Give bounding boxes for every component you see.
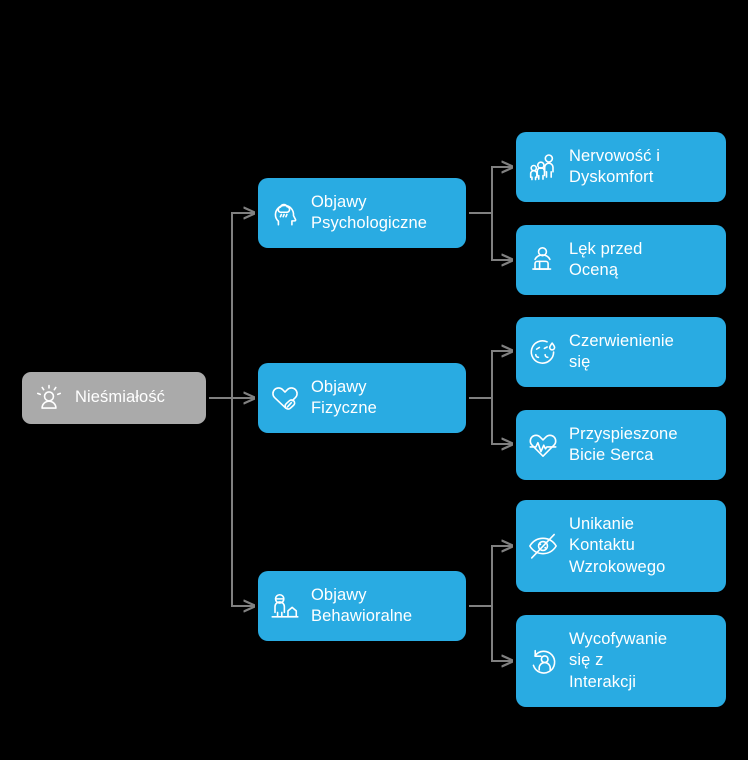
category-node-psychological[interactable]: Objawy Psychologiczne xyxy=(258,178,466,248)
shy-person-icon xyxy=(32,381,66,415)
leaf-node-blushing[interactable]: Czerwienienie się xyxy=(516,317,726,387)
leaf-node-label: Lęk przed Oceną xyxy=(569,239,643,279)
person-at-home-icon xyxy=(268,589,302,623)
category-to-leaf-connectors xyxy=(467,167,514,661)
root-node-shyness[interactable]: Nieśmiałość xyxy=(22,372,206,424)
leaf-node-nervousness-discomfort[interactable]: Nervowość i Dyskomfort xyxy=(516,132,726,202)
root-to-category-connectors xyxy=(206,213,256,606)
heart-with-pill-icon xyxy=(268,381,302,415)
head-with-rain-cloud-icon xyxy=(268,196,302,230)
category-node-label: Objawy Fizyczne xyxy=(311,377,377,417)
leaf-node-label: Czerwienienie się xyxy=(569,331,674,371)
person-withdrawing-icon xyxy=(526,644,560,678)
eye-crossed-out-icon xyxy=(526,529,560,563)
leaf-node-withdrawing-from-interaction[interactable]: Wycofywanie się z Interakcji xyxy=(516,615,726,707)
leaf-node-label: Wycofywanie się z Interakcji xyxy=(569,629,668,691)
person-being-judged-icon xyxy=(526,243,560,277)
leaf-node-fear-of-judgement[interactable]: Lęk przed Oceną xyxy=(516,225,726,295)
root-node-label: Nieśmiałość xyxy=(75,388,166,407)
category-node-physical[interactable]: Objawy Fizyczne xyxy=(258,363,466,433)
category-node-label: Objawy Psychologiczne xyxy=(311,192,428,232)
category-node-behavioral[interactable]: Objawy Behawioralne xyxy=(258,571,466,641)
leaf-node-label: Nervowość i Dyskomfort xyxy=(569,146,660,186)
leaf-node-avoiding-eye-contact[interactable]: Unikanie Kontaktu Wzrokowego xyxy=(516,500,726,592)
leaf-node-rapid-heartbeat[interactable]: Przyspieszone Bicie Serca xyxy=(516,410,726,480)
nervous-people-icon xyxy=(526,150,560,184)
heartbeat-icon xyxy=(526,428,560,462)
leaf-node-label: Unikanie Kontaktu Wzrokowego xyxy=(569,514,666,576)
leaf-node-label: Przyspieszone Bicie Serca xyxy=(569,424,678,464)
blushing-face-icon xyxy=(526,335,560,369)
category-node-label: Objawy Behawioralne xyxy=(311,585,413,625)
